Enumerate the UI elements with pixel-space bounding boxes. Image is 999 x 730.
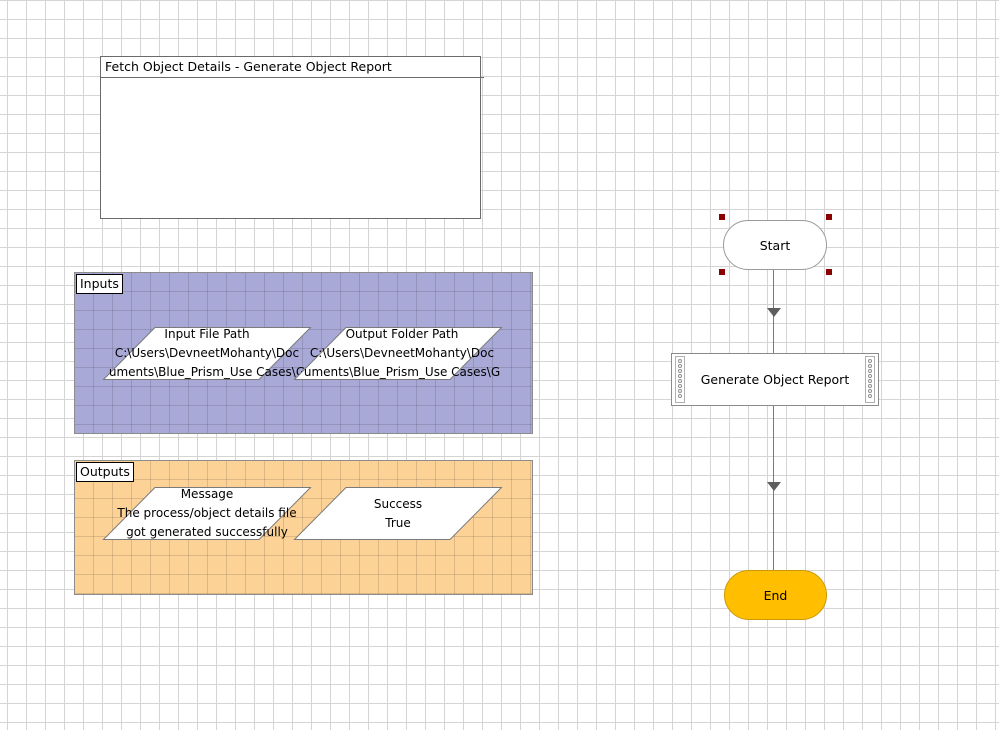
data-item-input-file-path[interactable]: Input File Path C:\Users\DevneetMohanty\… bbox=[102, 327, 312, 380]
data-item-name: Input File Path bbox=[164, 327, 250, 341]
data-item-shape bbox=[102, 327, 312, 380]
data-item-value-line2: got generated successfully bbox=[126, 525, 288, 539]
data-item-value-line1: C:\Users\DevneetMohanty\Doc bbox=[309, 346, 495, 360]
data-item-success[interactable]: Success True bbox=[293, 487, 503, 540]
data-item-message[interactable]: Message The process/object details file … bbox=[102, 487, 312, 540]
inputs-block-label: Inputs bbox=[76, 274, 123, 294]
selection-handle[interactable] bbox=[826, 269, 832, 275]
page-stage-label: Generate Object Report bbox=[700, 372, 850, 387]
arrow-down-icon bbox=[767, 482, 781, 491]
data-item-value-line1: C:\Users\DevneetMohanty\Doc bbox=[114, 346, 300, 360]
data-item-name: Message bbox=[180, 487, 234, 501]
process-description-note[interactable]: Fetch Object Details - Generate Object R… bbox=[100, 56, 484, 219]
end-stage[interactable]: End bbox=[724, 570, 827, 620]
page-stage-left-edge bbox=[675, 356, 685, 403]
start-stage-label: Start bbox=[759, 237, 791, 253]
data-item-shape bbox=[102, 487, 312, 540]
page-stage-generate-object-report[interactable]: Generate Object Report bbox=[671, 353, 879, 406]
data-item-shape bbox=[293, 327, 503, 380]
selection-handle[interactable] bbox=[719, 214, 725, 220]
data-item-shape bbox=[293, 487, 503, 540]
data-item-name: Success bbox=[373, 496, 423, 511]
data-item-name: Output Folder Path bbox=[345, 327, 459, 341]
data-item-value-line2: uments\Blue_Prism_Use Cases\G bbox=[303, 365, 501, 379]
start-stage[interactable]: Start bbox=[723, 220, 827, 270]
data-item-value-line1: The process/object details file bbox=[117, 506, 297, 520]
data-item-output-folder-path[interactable]: Output Folder Path C:\Users\DevneetMohan… bbox=[293, 327, 503, 380]
arrow-down-icon bbox=[767, 308, 781, 317]
data-item-value-line2: uments\Blue_Prism_Use Cases\G bbox=[108, 365, 306, 379]
page-stage-right-edge bbox=[865, 356, 875, 403]
end-stage-label: End bbox=[763, 587, 788, 603]
note-title: Fetch Object Details - Generate Object R… bbox=[101, 57, 484, 78]
outputs-block-label: Outputs bbox=[76, 462, 134, 482]
selection-handle[interactable] bbox=[719, 269, 725, 275]
selection-handle[interactable] bbox=[826, 214, 832, 220]
data-item-value-line1: True bbox=[385, 515, 411, 530]
